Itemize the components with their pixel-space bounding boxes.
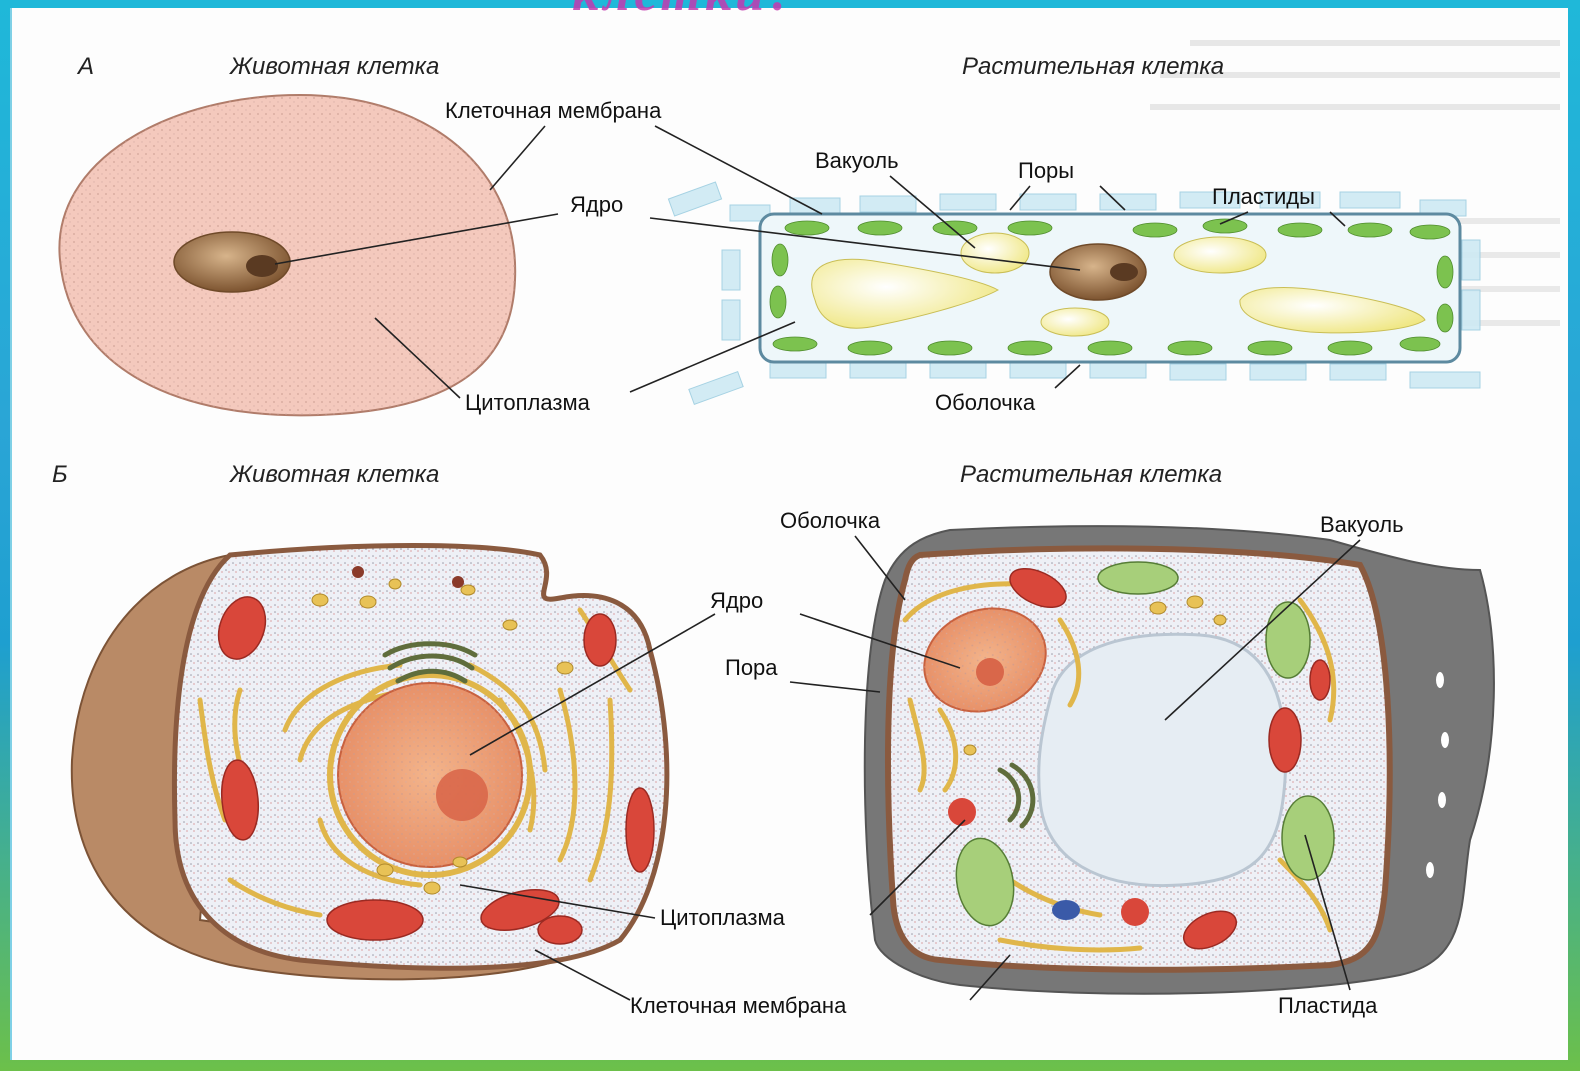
label-a-cytoplasm: Цитоплазма (465, 390, 591, 415)
plant-cell-b (865, 526, 1494, 994)
label-b-cytoplasm: Цитоплазма (660, 905, 786, 930)
label-b-plastid: Пластида (1278, 993, 1378, 1018)
label-a-nucleus: Ядро (570, 192, 623, 217)
nucleolus-a-animal (246, 255, 278, 277)
label-a-vacuole: Вакуоль (815, 148, 899, 173)
label-b-pore: Пора (725, 655, 778, 680)
section-a-letter: А (76, 53, 94, 80)
section-b-animal-title: Животная клетка (229, 461, 439, 488)
section-a-plant-title: Растительная клетка (962, 53, 1224, 80)
section-b-letter: Б (52, 461, 68, 488)
section-b-plant-title: Растительная клетка (960, 461, 1222, 488)
label-b-shell: Оболочка (780, 508, 881, 533)
label-b-nucleus: Ядро (710, 588, 763, 613)
label-b-vacuole: Вакуоль (1320, 512, 1404, 537)
label-a-pores: Поры (1018, 158, 1074, 183)
label-a-membrane: Клеточная мембрана (445, 98, 662, 123)
label-b-membrane: Клеточная мембрана (630, 993, 847, 1018)
label-a-shell: Оболочка (935, 390, 1036, 415)
animal-cell-b (72, 546, 667, 980)
animal-cell-a (59, 95, 515, 415)
label-a-plastids: Пластиды (1212, 184, 1315, 209)
section-a-animal-title: Животная клетка (229, 53, 439, 80)
